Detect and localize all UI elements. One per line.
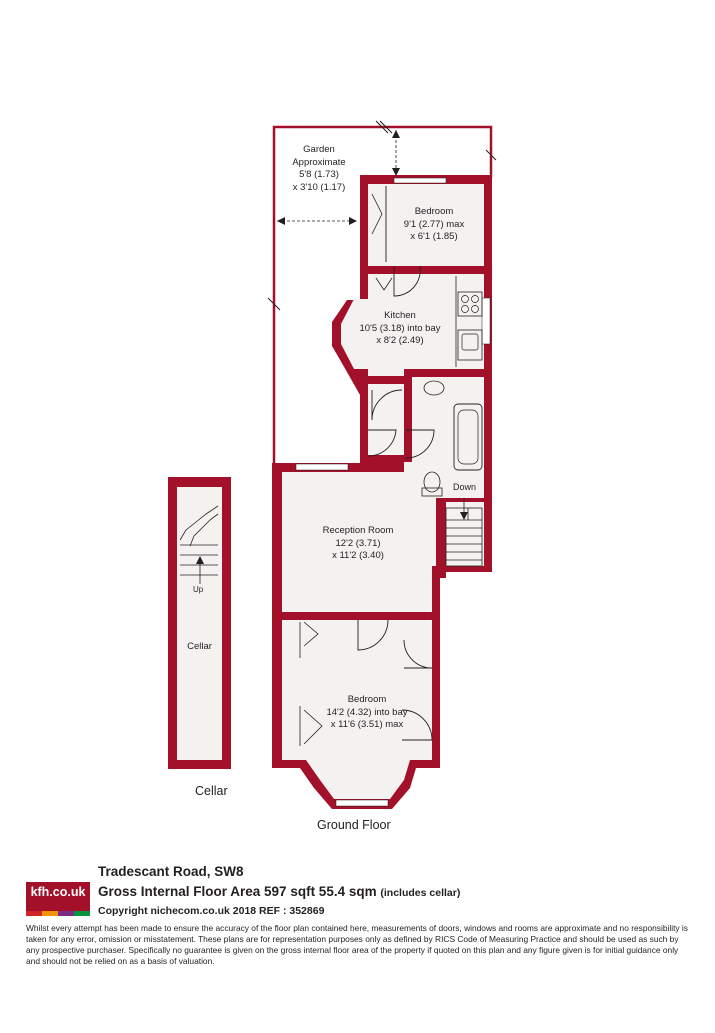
room-dimension: 5'8 (1.73) xyxy=(299,169,339,180)
stairs-up-label: Up xyxy=(193,585,204,594)
logo-text: kfh.co.uk xyxy=(30,885,86,899)
door-swing xyxy=(401,709,433,741)
wardrobe-door xyxy=(375,277,393,291)
cellar-room-label: Cellar xyxy=(177,641,222,654)
ground-floor-title: Ground Floor xyxy=(317,818,391,832)
door-swing xyxy=(405,429,435,459)
hob-icon xyxy=(457,291,483,317)
small-bedroom-floor[interactable] xyxy=(368,184,484,266)
floor-area: Gross Internal Floor Area 597 sqft 55.4 … xyxy=(98,884,460,899)
bath-icon xyxy=(453,403,483,471)
sink-bowl xyxy=(461,333,479,351)
arrow-up-icon xyxy=(196,556,204,564)
stairs-down-label: Down xyxy=(453,482,477,492)
arrow-down-icon xyxy=(460,512,468,520)
window xyxy=(481,297,491,345)
garden-label: Garden Approximate 5'8 (1.73) x 3'10 (1.… xyxy=(274,144,364,194)
garden-break-mark xyxy=(485,149,497,161)
garden-break-mark xyxy=(267,297,281,311)
room-subtitle: Approximate xyxy=(292,156,346,168)
disclaimer: Whilst every attempt has been made to en… xyxy=(26,923,688,966)
room-dimension: 9'1 (2.77) max xyxy=(403,218,465,230)
window xyxy=(393,177,447,184)
large-bedroom-label: Bedroom 14'2 (4.32) into bay x 11'6 (3.5… xyxy=(302,694,432,732)
hob-ring xyxy=(471,305,479,313)
room-name: Garden xyxy=(303,144,335,155)
small-bedroom-label: Bedroom 9'1 (2.77) max x 6'1 (1.85) xyxy=(384,206,484,244)
hob-ring xyxy=(461,295,469,303)
room-name: Bedroom xyxy=(414,206,454,217)
reception-room-label: Reception Room 12'2 (3.71) x 11'2 (3.40) xyxy=(294,525,422,563)
kitchen-floor[interactable] xyxy=(341,274,484,376)
toilet-cistern xyxy=(421,487,443,497)
kitchen-label: Kitchen 10'5 (3.18) into bay x 8'2 (2.49… xyxy=(345,310,455,348)
bathroom-floor[interactable] xyxy=(412,377,484,498)
large-bedroom-floor[interactable] xyxy=(282,620,432,799)
stairwell-floor[interactable] xyxy=(446,502,484,566)
stairs-down xyxy=(445,498,483,567)
copyright: Copyright nichecom.co.uk 2018 REF : 3528… xyxy=(98,905,325,917)
door-swing xyxy=(403,639,433,669)
window xyxy=(295,463,349,471)
wardrobe-door xyxy=(371,193,383,235)
arrow-head xyxy=(277,217,285,225)
door-swing xyxy=(393,265,421,297)
door-swing xyxy=(367,429,397,457)
room-dimension: 12'2 (3.71) xyxy=(335,537,381,549)
room-name: Kitchen xyxy=(384,310,416,321)
room-dimension: x 11'6 (3.51) max xyxy=(330,719,404,730)
arrow-head xyxy=(392,130,400,138)
garden-break-mark xyxy=(375,120,389,134)
door-swing xyxy=(371,389,403,421)
cupboard-door xyxy=(303,709,323,745)
cellar-floor[interactable] xyxy=(177,487,222,760)
floor-area-value: Gross Internal Floor Area 597 sqft 55.4 … xyxy=(98,884,377,899)
room-name: Reception Room xyxy=(322,525,394,536)
cellar-floor-title: Cellar xyxy=(195,784,228,798)
floor-area-note: (includes cellar) xyxy=(380,887,461,899)
arrow-head xyxy=(392,168,400,176)
room-dimension: x 8'2 (2.49) xyxy=(376,335,424,346)
toilet-icon xyxy=(423,471,441,493)
kfh-logo: kfh.co.uk xyxy=(26,882,90,916)
room-dimension: x 11'2 (3.40) xyxy=(332,550,384,561)
room-dimension: x 6'1 (1.85) xyxy=(410,231,458,242)
room-dimension: 10'5 (3.18) into bay xyxy=(359,322,441,334)
hob-ring xyxy=(461,305,469,313)
room-dimension: x 3'10 (1.17) xyxy=(292,181,346,193)
room-name: Cellar xyxy=(187,641,212,652)
window xyxy=(335,799,389,807)
hob-ring xyxy=(471,295,479,303)
door-swing xyxy=(357,619,389,651)
basin-icon xyxy=(423,380,445,396)
bath-inner xyxy=(457,409,479,465)
cupboard-door xyxy=(303,621,319,647)
sink-icon xyxy=(457,329,483,361)
arrow-head xyxy=(349,217,357,225)
room-dimension: 14'2 (4.32) into bay xyxy=(326,706,408,718)
property-address: Tradescant Road, SW8 xyxy=(98,864,244,879)
room-name: Bedroom xyxy=(347,694,387,705)
logo-color-strip xyxy=(26,911,90,916)
garden-break-mark xyxy=(379,120,393,134)
reception-room-floor[interactable] xyxy=(282,462,436,612)
